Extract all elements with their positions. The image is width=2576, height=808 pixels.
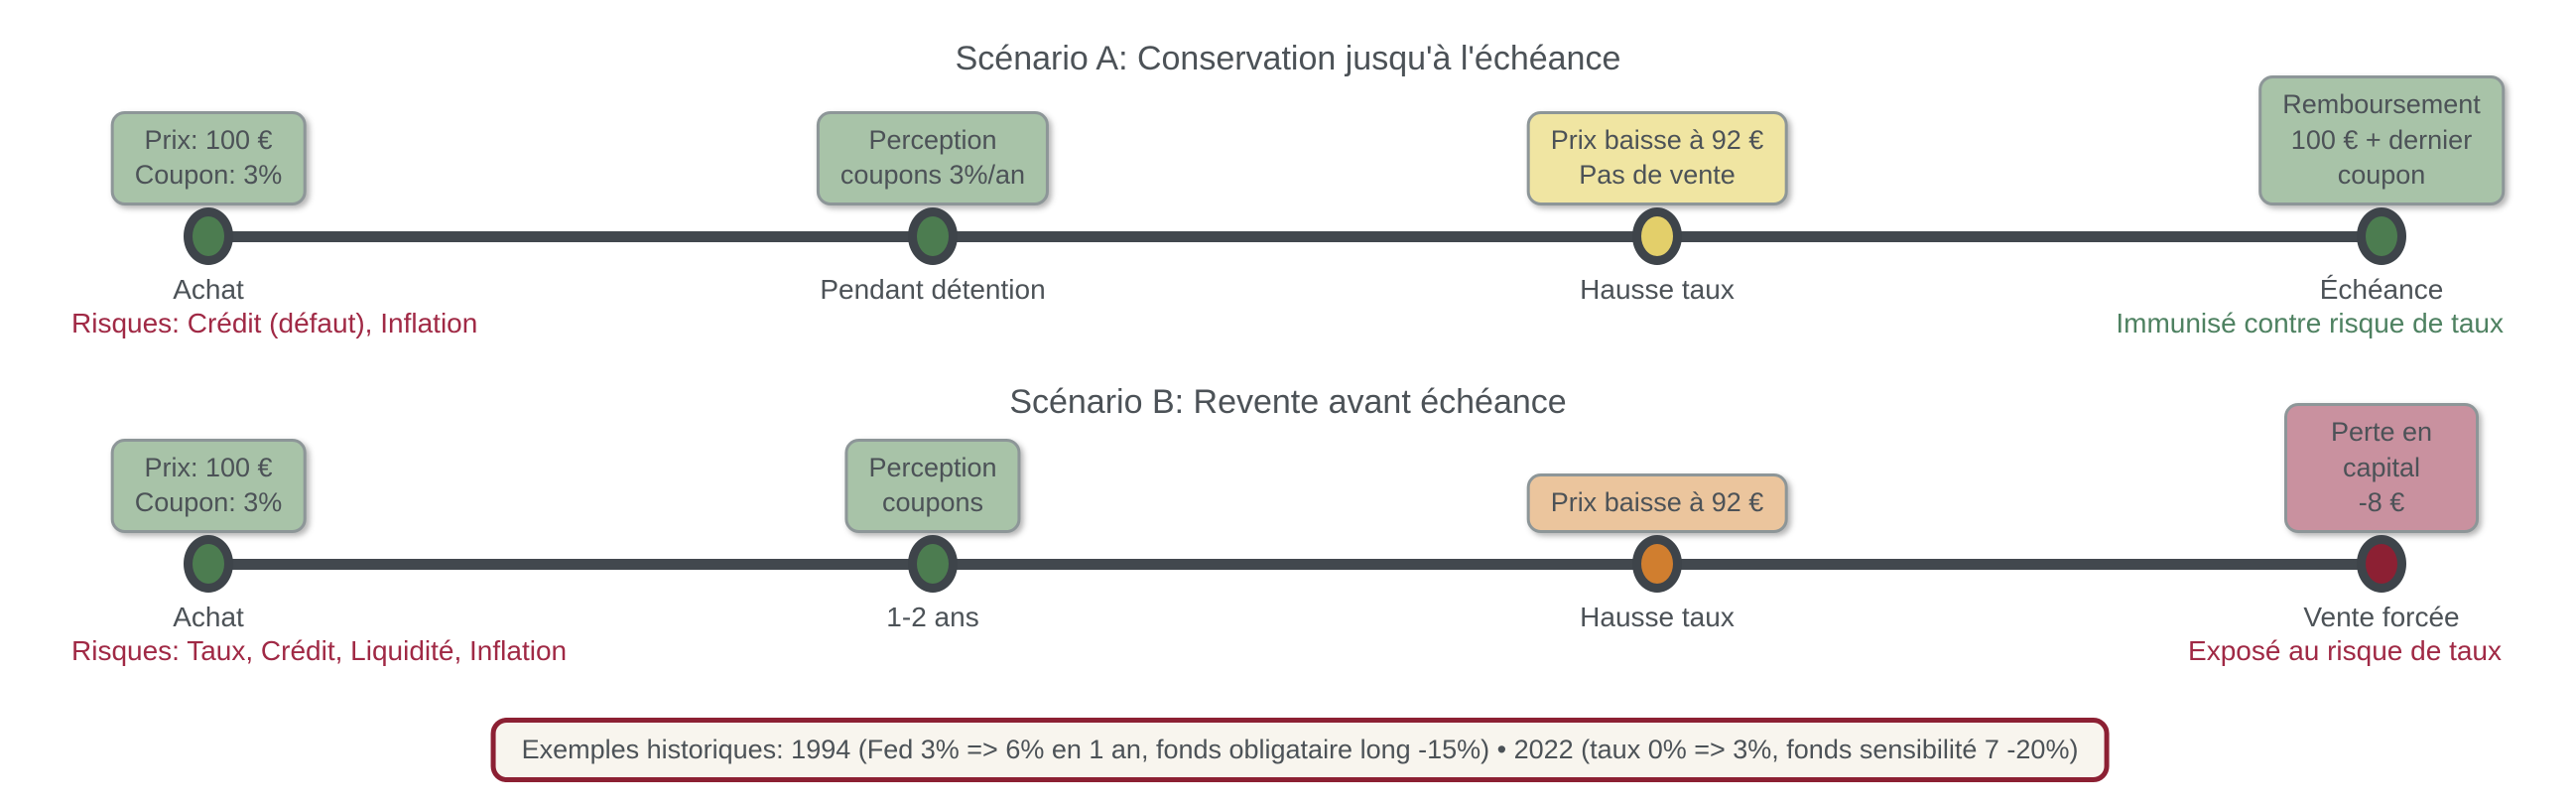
event-label: Échéance [2319, 274, 2444, 305]
event-label: Achat [173, 602, 244, 632]
event-box: Prix: 100 € Coupon: 3% [110, 438, 307, 533]
historical-examples-text: Exemples historiques: 1994 (Fed 3% => 6%… [521, 735, 2079, 764]
event-label: Vente forcée [2303, 602, 2460, 632]
scenario-a-title: Scénario A: Conservation jusqu'à l'échéa… [955, 40, 1621, 77]
historical-examples-box: Exemples historiques: 1994 (Fed 3% => 6%… [490, 718, 2110, 782]
timeline-node [1632, 535, 1682, 593]
timeline-node [184, 535, 233, 593]
timeline-node [2357, 207, 2406, 265]
scenario-b-title: Scénario B: Revente avant échéance [1009, 383, 1567, 421]
event-label: Achat [173, 274, 244, 305]
timeline-node [2357, 535, 2406, 593]
risk-note: Risques: Crédit (défaut), Inflation [71, 308, 478, 338]
event-label: 1-2 ans [886, 602, 979, 632]
event-label: Hausse taux [1580, 602, 1735, 632]
event-box: Prix baisse à 92 € Pas de vente [1526, 110, 1788, 205]
timeline-a-line [208, 231, 2382, 242]
timeline-node [184, 207, 233, 265]
timeline-node [1632, 207, 1682, 265]
timeline-node [908, 207, 958, 265]
event-box: Perte en capital -8 € [2284, 403, 2479, 533]
event-label: Pendant détention [820, 274, 1046, 305]
event-box: Perception coupons 3%/an [816, 110, 1050, 205]
status-note: Immunisé contre risque de taux [2116, 308, 2504, 338]
risk-note: Risques: Taux, Crédit, Liquidité, Inflat… [71, 635, 568, 666]
event-box: Prix baisse à 92 € [1526, 473, 1788, 533]
event-label: Hausse taux [1580, 274, 1735, 305]
timeline-b-line [208, 559, 2382, 570]
event-box: Remboursement 100 € + dernier coupon [2258, 75, 2505, 205]
event-box: Prix: 100 € Coupon: 3% [110, 110, 307, 205]
event-box: Perception coupons [844, 438, 1021, 533]
timeline-node [908, 535, 958, 593]
risk-note: Exposé au risque de taux [2188, 635, 2502, 666]
